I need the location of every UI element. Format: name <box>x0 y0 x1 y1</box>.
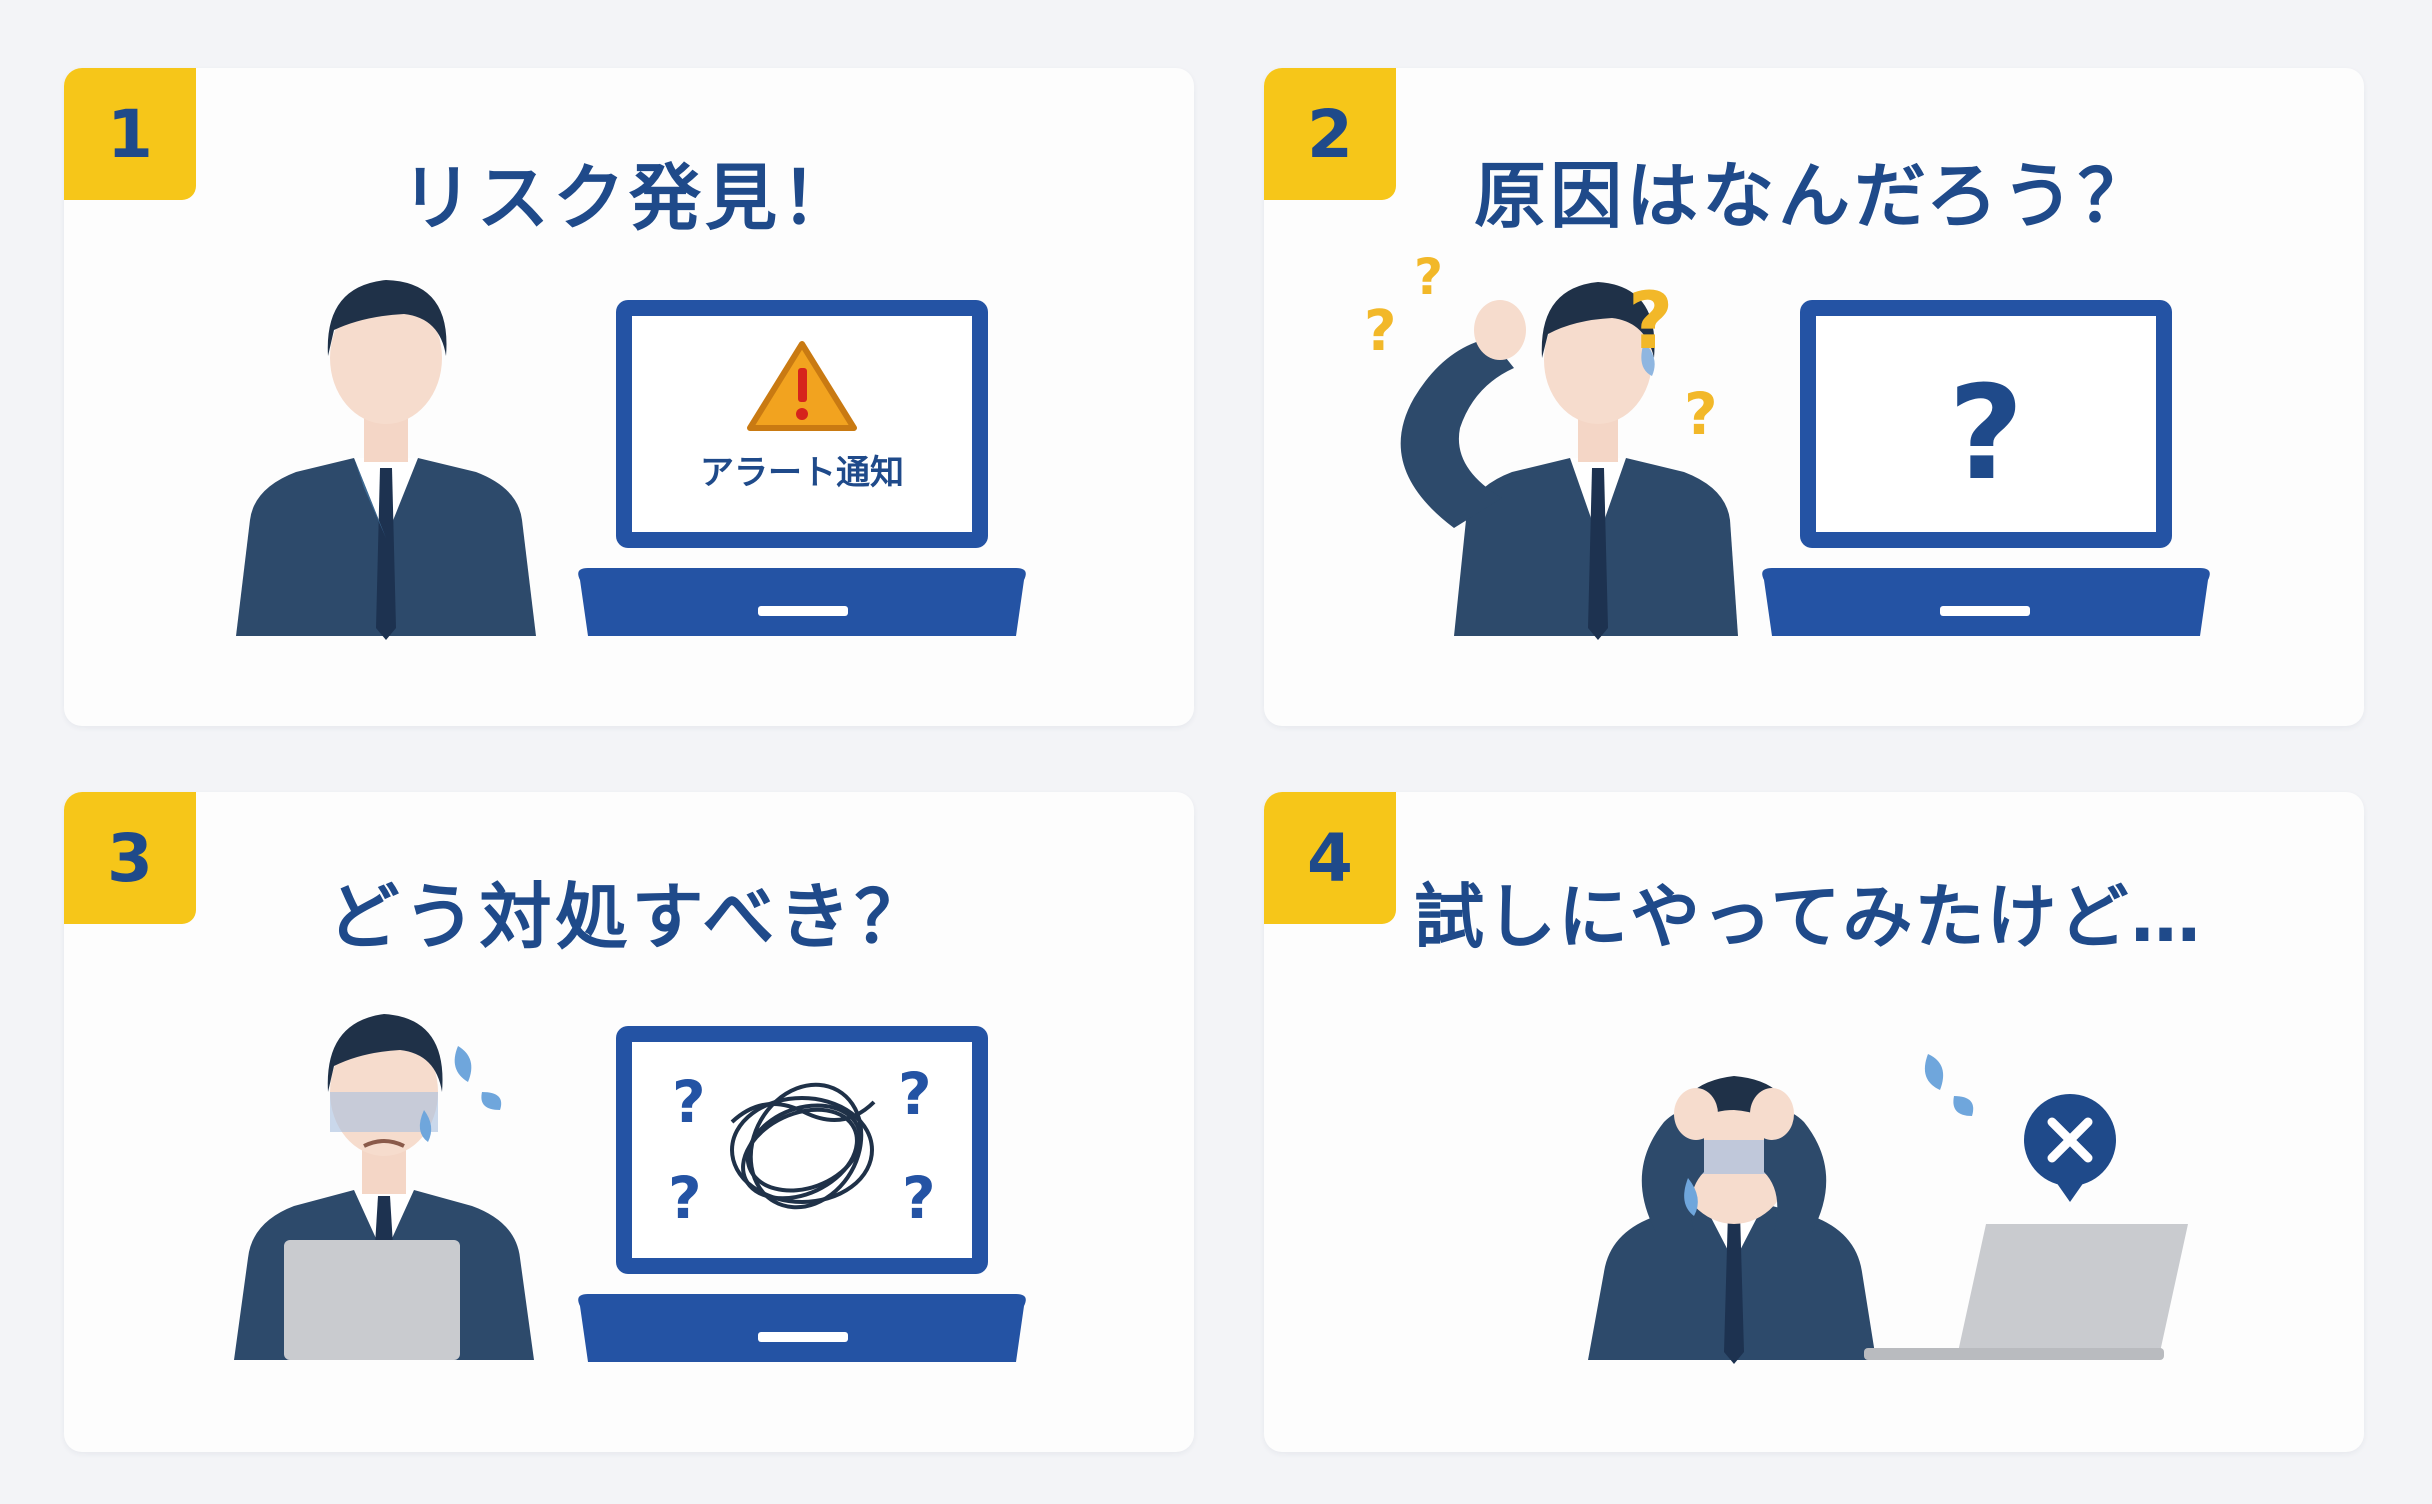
laptop-icon <box>1762 300 2210 636</box>
alert-text: アラート通知 <box>700 453 904 493</box>
tangle-icon <box>730 1082 876 1210</box>
person-icon <box>1400 282 1738 640</box>
error-x-icon <box>2024 1094 2116 1202</box>
screen-question-mark: ? <box>1948 357 2023 509</box>
warning-icon <box>747 341 857 431</box>
panel-3: 3 どう対処すべき？ <box>64 792 1194 1452</box>
svg-text:?: ? <box>902 1164 936 1232</box>
step-badge: 2 <box>1264 68 1396 200</box>
panel-4: 4 試しにやってみたけど… <box>1264 792 2364 1452</box>
step-badge: 1 <box>64 68 196 200</box>
panel-2-illustration: ? ? ? ? ? <box>1364 248 2210 640</box>
panel-2: 2 原因はなんだろう？ ? ? ? ? ? <box>1264 68 2364 726</box>
panel-title: 原因はなんだろう？ <box>1474 154 2154 238</box>
svg-text:?: ? <box>672 1068 706 1136</box>
panel-1: 1 リスク発見！ アラート通知 <box>64 68 1194 726</box>
svg-text:?: ? <box>1684 380 1718 448</box>
laptop-icon <box>284 1240 460 1360</box>
laptop-icon <box>578 1026 1026 1362</box>
svg-text:?: ? <box>898 1060 932 1128</box>
sweat-drop-icon <box>1924 1054 1974 1116</box>
panel-title: リスク発見！ <box>400 156 857 240</box>
sweat-drop-icon <box>454 1046 502 1110</box>
svg-text:?: ? <box>1414 248 1443 306</box>
step-badge: 4 <box>1264 792 1396 924</box>
question-mark-icon: ? ? ? ? <box>668 1060 936 1232</box>
panel-3-illustration: ? ? ? ? <box>234 1014 1026 1362</box>
svg-text:?: ? <box>668 1164 702 1232</box>
person-icon <box>1588 1076 1876 1364</box>
person-icon <box>236 280 536 640</box>
panel-4-illustration <box>1588 1054 2188 1364</box>
svg-text:?: ? <box>1628 277 1673 367</box>
panel-title: どう対処すべき？ <box>327 875 931 959</box>
step-badge: 3 <box>64 792 196 924</box>
question-mark-icon: ? ? ? ? <box>1364 248 1718 448</box>
laptop-icon <box>1864 1224 2188 1360</box>
panel-title: 試しにやってみたけど… <box>1414 876 2203 958</box>
panel-1-illustration: アラート通知 <box>236 280 1026 640</box>
svg-text:?: ? <box>1364 299 1396 364</box>
